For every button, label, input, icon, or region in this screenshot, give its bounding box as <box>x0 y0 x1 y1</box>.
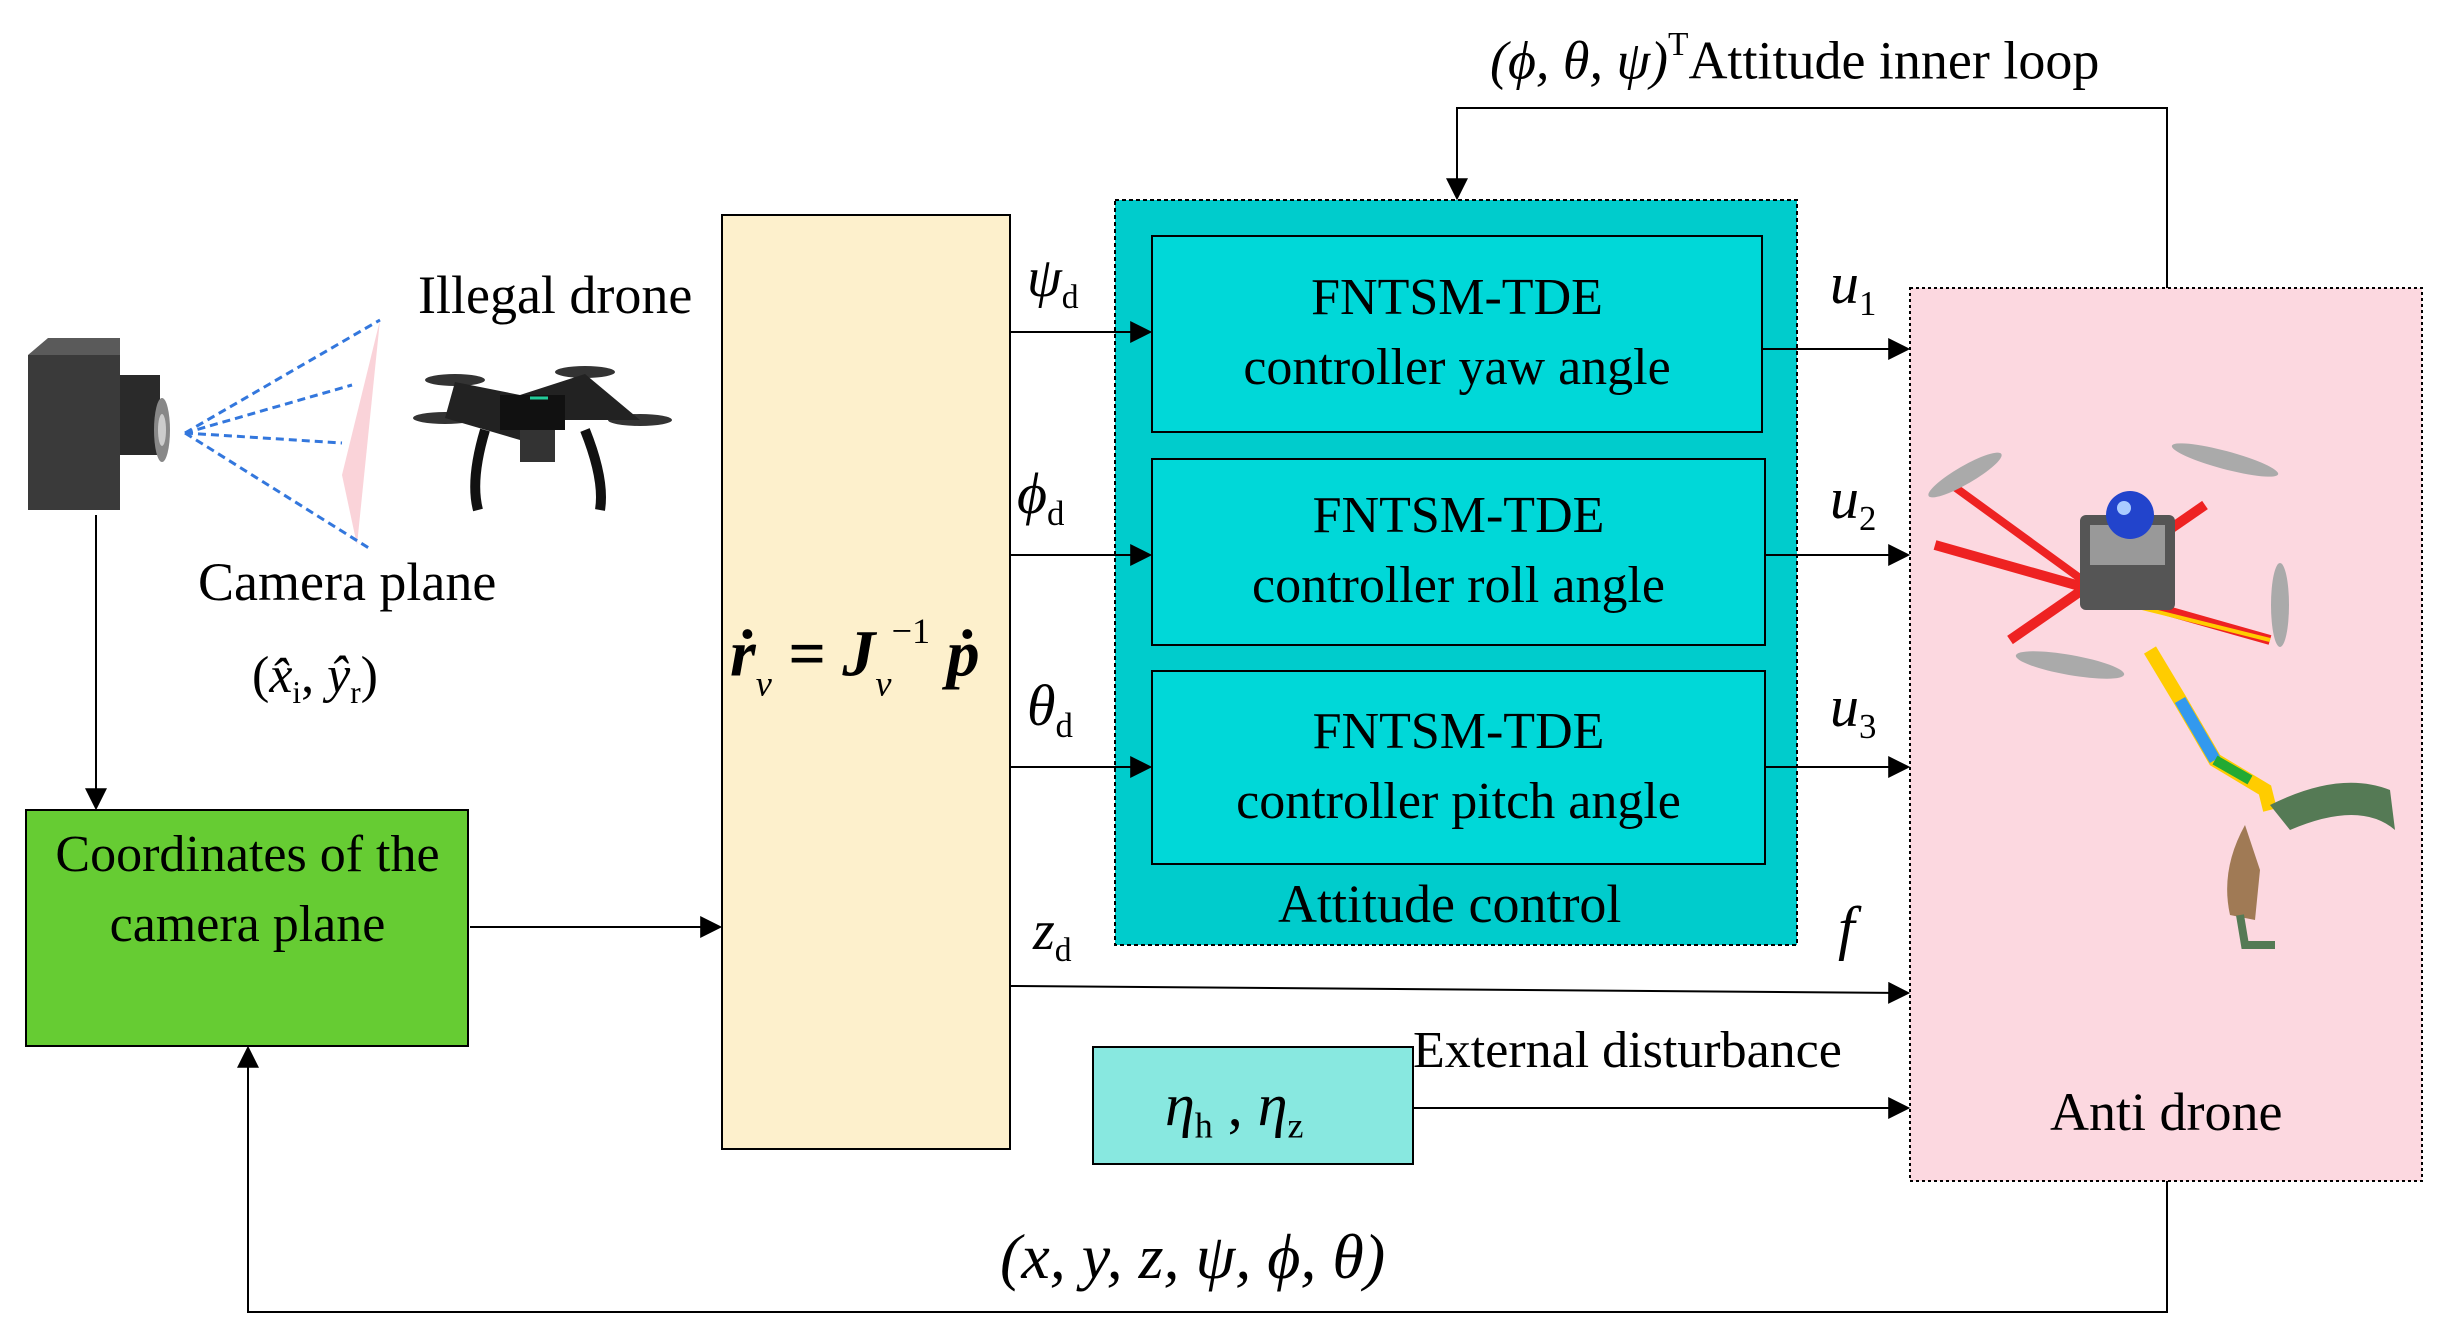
camera-icon <box>28 338 170 510</box>
controller-pitch-box <box>1151 670 1766 865</box>
signal-phi-d: ϕd <box>1017 461 1065 534</box>
controller-yaw-box <box>1151 235 1763 433</box>
camera-plane-label: Camera plane <box>198 552 497 612</box>
attitude-control-label: Attitude control <box>1278 874 1622 934</box>
disturbance-box-text: ηh , ηz <box>1165 1072 1304 1146</box>
illegal-drone-icon <box>413 366 672 512</box>
output-u2: u2 <box>1830 466 1877 539</box>
anti-drone-icon <box>1928 443 2395 949</box>
signal-theta-d: θd <box>1027 673 1073 746</box>
anti-drone-box <box>1909 287 2423 1182</box>
coordinates-box-text: Coordinates of the camera plane <box>55 826 440 953</box>
coordinates-box <box>25 809 469 1047</box>
signal-z-d: zd <box>1033 900 1072 969</box>
output-u3: u3 <box>1830 674 1877 747</box>
top-feedback-label: (ϕ, θ, ψ)TAttitude inner loop <box>1490 26 2100 91</box>
illegal-drone-label: Illegal drone <box>418 265 693 325</box>
controller-roll-text: FNTSM-TDE controller roll angle <box>1252 487 1665 614</box>
top-feedback-text: Attitude inner loop <box>1688 30 2100 91</box>
formula-box <box>721 214 1011 1150</box>
controller-roll-box <box>1151 458 1766 646</box>
signal-psi-d: ψd <box>1027 247 1079 316</box>
output-u1: u1 <box>1830 251 1877 324</box>
top-feedback-vector: (ϕ, θ, ψ) <box>1490 30 1668 91</box>
top-feedback-transpose: T <box>1667 26 1689 63</box>
camera-coordinates: (x̂i, ŷr) <box>252 647 378 710</box>
jacobian-formula: ṙv = Jv−1 ṗ <box>730 611 980 704</box>
disturbance-box <box>1092 1046 1414 1165</box>
controller-pitch-text: FNTSM-TDE controller pitch angle <box>1236 703 1681 830</box>
connections <box>85 107 2168 1313</box>
controller-yaw-text: FNTSM-TDE controller yaw angle <box>1243 269 1671 396</box>
bottom-feedback-label: (x, y, z, ψ, ϕ, θ) <box>1000 1221 1386 1292</box>
camera-view-lines <box>184 318 381 552</box>
anti-drone-label: Anti drone <box>2050 1082 2283 1142</box>
external-disturbance-label: External disturbance <box>1413 1022 1842 1079</box>
thrust-label: f <box>1838 895 1855 961</box>
